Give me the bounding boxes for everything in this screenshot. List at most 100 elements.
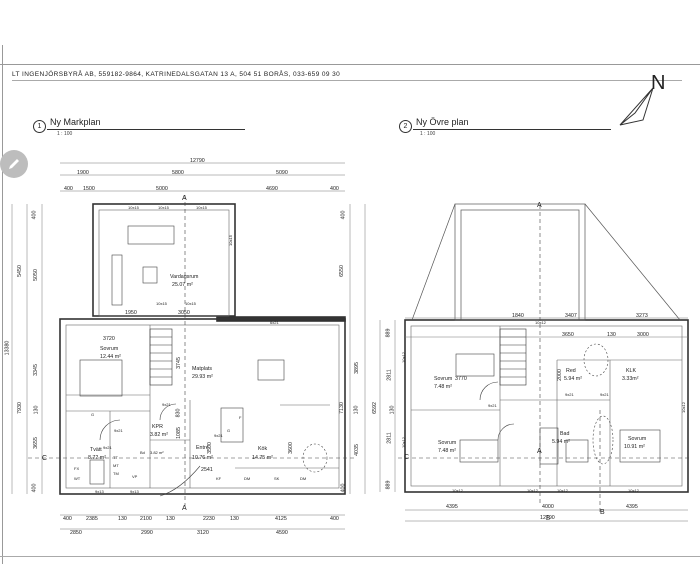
plan1-dim-bottom: 130 bbox=[166, 516, 175, 522]
plan2-dim-left: 130 bbox=[389, 405, 396, 415]
plan2-dim-bottom: 4395 bbox=[446, 504, 458, 510]
plan1-room-area: 29.93 m² bbox=[192, 374, 213, 380]
plan2-dim-top: 3273 bbox=[636, 313, 648, 319]
plan2-room-name: Red bbox=[566, 368, 576, 374]
plan1-scale: 1 : 100 bbox=[57, 131, 73, 137]
plan1-fixture-label: TT bbox=[113, 455, 118, 460]
company-header: LT INGENJÖRSBYRÅ AB, 559182-9864, KATRIN… bbox=[12, 71, 341, 78]
pencil-icon bbox=[9, 159, 19, 169]
sheet-border-top bbox=[0, 64, 700, 65]
plan2-room-name: KLK bbox=[626, 368, 637, 374]
plan1-fixture-label: G bbox=[227, 428, 231, 433]
edit-pencil-button[interactable] bbox=[0, 150, 28, 178]
plan1-furniture bbox=[79, 225, 328, 497]
plan1-window-label: 10x15 bbox=[158, 205, 169, 210]
plan1-door-label: 9x21 bbox=[214, 433, 223, 438]
plan2-window-label: 10x12 bbox=[535, 320, 546, 325]
plan2-room-name: Sovrum bbox=[438, 440, 457, 446]
plan1-dim-bottom: 2100 bbox=[140, 516, 152, 522]
plan2-room-area: 10.91 m² bbox=[624, 444, 645, 450]
plan2-dim-top: 130 bbox=[607, 332, 616, 338]
plan1-room-name: Matplats bbox=[192, 366, 213, 372]
plan1-fixture-label: F bbox=[239, 415, 242, 420]
plan1-fixture-label: DM bbox=[244, 476, 251, 481]
plan1-section-marker: A bbox=[182, 505, 187, 512]
plan1-dim-bottom: 4125 bbox=[275, 516, 287, 522]
plan1-inner-dim: 2541 bbox=[201, 467, 213, 473]
sheet-border-left bbox=[2, 45, 3, 564]
plan2-dim-top: 3000 bbox=[637, 332, 649, 338]
plan1-dim-top: 1900 bbox=[77, 170, 89, 176]
plan1-dim-top: 4690 bbox=[266, 186, 278, 192]
plan2-inner-dim: 3770 bbox=[455, 376, 467, 382]
plan2-window-label: 10x12 bbox=[628, 488, 639, 493]
plan1-number: 1 bbox=[33, 120, 46, 133]
plan2-room-name: Sovrum bbox=[628, 436, 647, 442]
plan2-balcony bbox=[411, 203, 681, 321]
plan1-room-area: 3.82 m² bbox=[150, 432, 168, 438]
plan1-room-name: Entré bbox=[196, 445, 209, 451]
plan2-dim-bottom: 12790 bbox=[540, 515, 555, 521]
plan1-inner-dim: 3050 bbox=[178, 310, 190, 316]
plan2-window-label: 10x12 bbox=[400, 437, 406, 448]
plan1-dim-bottom: 400 bbox=[63, 516, 72, 522]
plan2-door-label: 9x21 bbox=[488, 403, 497, 408]
plan2-dim-left: 889 bbox=[385, 480, 392, 490]
plan1-dim-bottom: 2850 bbox=[70, 530, 82, 536]
north-arrow-icon bbox=[619, 87, 654, 126]
plan2-room-name: Sovrum bbox=[434, 376, 453, 382]
plan1-dim-bottom: 130 bbox=[118, 516, 127, 522]
plan2-number: 2 bbox=[399, 120, 412, 133]
plan1-room-name: KPR bbox=[152, 424, 163, 430]
plan1-dim-top: 400 bbox=[330, 186, 339, 192]
plan1-room-name: Sovrum bbox=[100, 346, 119, 352]
plan1-room-area: 8.72 m² bbox=[88, 455, 106, 461]
plan2-dim-left: 2811 bbox=[386, 432, 393, 444]
plan1-fixture-label: WT bbox=[74, 476, 81, 481]
plan2-dim-left: 6592 bbox=[371, 402, 378, 414]
plan1-room-area: 25.07 m² bbox=[172, 282, 193, 288]
plan1-room-area: 14.75 m² bbox=[252, 455, 273, 461]
plan1-room-area: 12.44 m² bbox=[100, 354, 121, 360]
plan2-title: Ny Övre plan bbox=[416, 117, 469, 127]
plan1-section-marker: C bbox=[42, 455, 48, 462]
sheet-border-bottom bbox=[0, 556, 700, 557]
plan1-window-label: 10x15 bbox=[156, 301, 167, 306]
plan1-window-label: 9x13 bbox=[95, 489, 104, 494]
plan1-fixture-label: DM bbox=[300, 476, 307, 481]
plan2-window-label: 10x12 bbox=[680, 402, 686, 413]
plan1-dim-top: 400 bbox=[64, 186, 73, 192]
plan2-scale: 1 : 100 bbox=[420, 131, 436, 137]
plan2-inner-dim: 2000 bbox=[556, 369, 563, 381]
plan1-fixture-label: KF bbox=[216, 476, 222, 481]
plan1-window-label: 10x15 bbox=[196, 205, 207, 210]
plan1-door-label: 9x21 bbox=[114, 428, 123, 433]
plan2-window-label: 10x12 bbox=[452, 488, 463, 493]
plan2-dim-top: 1840 bbox=[512, 313, 524, 319]
plan2-room-area: 7.48 m² bbox=[438, 448, 456, 454]
plan2-room-area: 3.33m² bbox=[622, 376, 639, 382]
header-rule bbox=[12, 80, 682, 81]
plan1-fixture-label: SK bbox=[274, 476, 280, 481]
plan1-dim-bottom: 2990 bbox=[141, 530, 153, 536]
plan1-room-name: Vardagsrum bbox=[170, 274, 199, 280]
plan1-title: Ny Markplan bbox=[50, 117, 101, 127]
plan1-dim-bottom: 2385 bbox=[86, 516, 98, 522]
plan1-fixture-label: VP bbox=[132, 474, 138, 479]
plan1-dim-top: 1500 bbox=[83, 186, 95, 192]
plan1-room-name: Kök bbox=[258, 446, 268, 452]
plan2-dim-left: 2811 bbox=[386, 369, 393, 381]
plan1-title-rule bbox=[47, 129, 245, 130]
plan2-dim-lines bbox=[379, 317, 688, 522]
plan1-section-lines bbox=[28, 195, 355, 510]
plan1-fixture-label: TM bbox=[113, 471, 119, 476]
plan2-door-label: 9x21 bbox=[565, 392, 574, 397]
plan1-room-name: Bd bbox=[140, 450, 145, 455]
plan1-fixture-label: G bbox=[91, 412, 95, 417]
plan1-stair bbox=[149, 328, 173, 386]
plan2-dim-top: 3650 bbox=[562, 332, 574, 338]
plan2-room-area: 5.94 m² bbox=[552, 439, 570, 445]
